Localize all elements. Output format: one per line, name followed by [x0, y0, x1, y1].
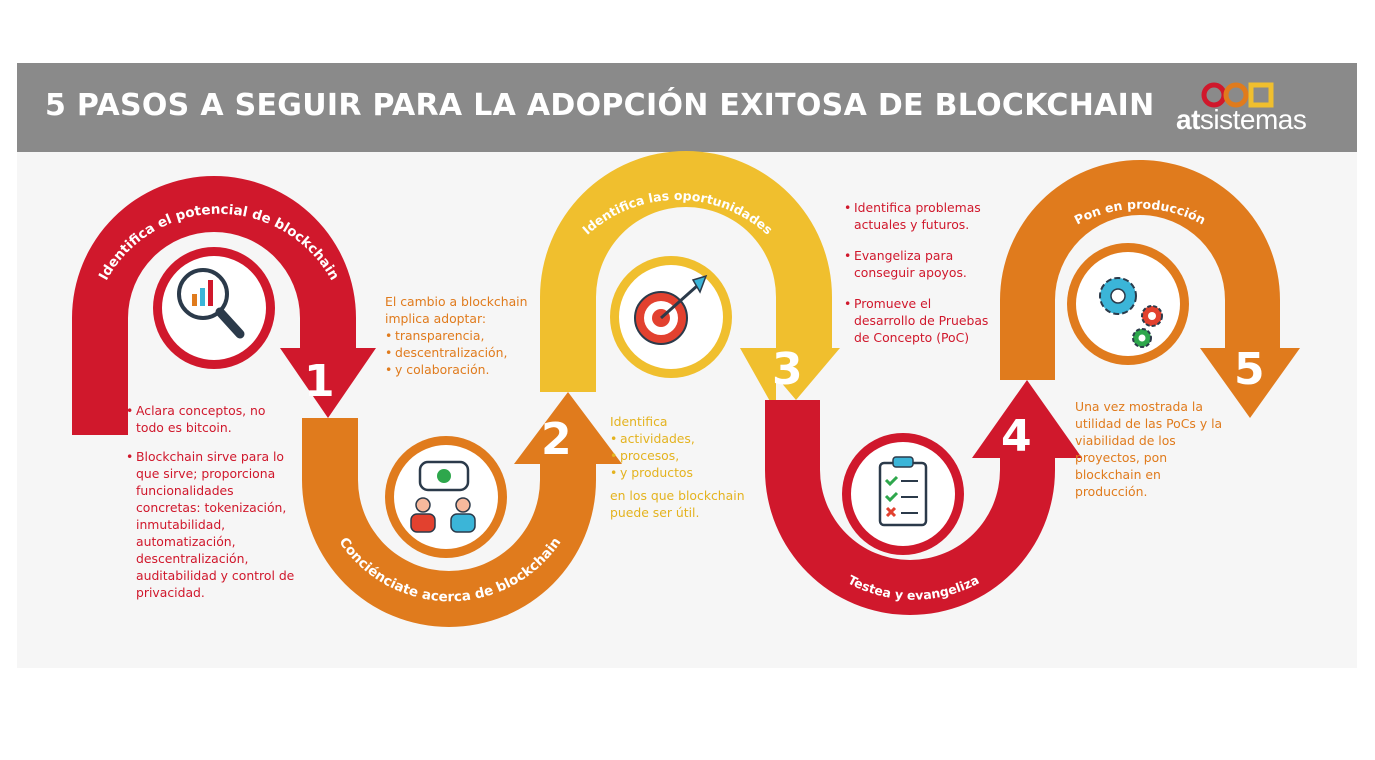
step-5-text: Una vez mostrada la utilidad de las PoCs…	[1075, 399, 1223, 499]
target-icon	[610, 256, 732, 378]
gears-icon	[1067, 243, 1189, 365]
step-2-bullet: descentralización,	[385, 344, 535, 361]
people-chat-icon	[385, 436, 507, 558]
step-2-bullet: y colaboración.	[385, 361, 535, 378]
step-2-number: 2	[541, 414, 572, 465]
step-4-bullet: Promueve el desarrollo de Pruebas de Con…	[844, 295, 994, 346]
magnifier-chart-icon	[153, 247, 275, 369]
step-3-intro: Identifica	[610, 414, 668, 429]
step-4-number: 4	[1001, 411, 1032, 462]
step-1-bullet: Aclara conceptos, no todo es bitcoin.	[126, 402, 296, 436]
step-4-bullet: Evangeliza para conseguir apoyos.	[844, 247, 994, 281]
logo-text: atsistemas	[1176, 104, 1307, 135]
logo-icon	[1201, 82, 1274, 108]
step-1-bullet: Blockchain sirve para lo que sirve; prop…	[126, 448, 296, 601]
step-1-band	[72, 176, 376, 435]
step-1-text: Aclara conceptos, no todo es bitcoin. Bl…	[126, 402, 296, 601]
step-3-number: 3	[772, 344, 803, 395]
step-5-band	[1000, 160, 1300, 418]
step-2-text: El cambio a blockchain implica adoptar: …	[385, 293, 535, 378]
step-2-band	[302, 392, 622, 627]
step-4-text: Identifica problemas actuales y futuros.…	[844, 199, 994, 346]
step-3-band	[540, 151, 840, 412]
header-bar	[17, 63, 1357, 152]
step-4-band	[765, 380, 1082, 615]
step-1-number: 1	[304, 356, 335, 407]
step-2-bullet: transparencia,	[385, 327, 535, 344]
step-3-bullet: procesos,	[610, 447, 770, 464]
step-4-bullet: Identifica problemas actuales y futuros.	[844, 199, 994, 233]
step-3-bullet: y productos	[610, 464, 770, 481]
step-2-intro: El cambio a blockchain implica adoptar:	[385, 294, 528, 326]
checklist-icon	[842, 433, 964, 555]
step-3-text: Identifica actividades, procesos, y prod…	[610, 413, 770, 521]
page-title: 5 PASOS A SEGUIR PARA LA ADOPCIÓN EXITOS…	[45, 88, 1155, 123]
step-5-number: 5	[1234, 344, 1265, 395]
step-3-outro: en los que blockchain puede ser útil.	[610, 488, 745, 520]
step-3-bullet: actividades,	[610, 430, 770, 447]
